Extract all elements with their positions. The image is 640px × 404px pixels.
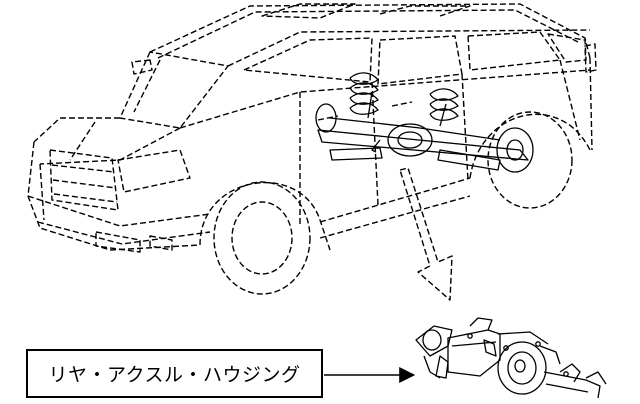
axle-housing-detail: [415, 317, 607, 399]
pointer-arrow-dashed: [399, 167, 453, 301]
part-label-box: リヤ・アクスル・ハウジング: [26, 349, 323, 398]
part-label-text: リヤ・アクスル・ハウジング: [48, 364, 301, 386]
rear-suspension-assembly: [315, 72, 534, 173]
